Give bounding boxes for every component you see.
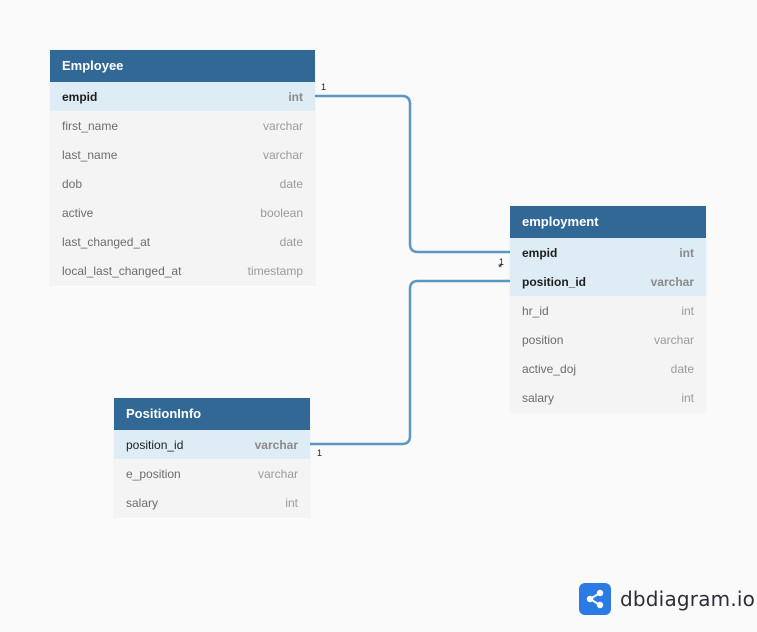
column-name: position_id <box>126 437 184 452</box>
column-name: position_id <box>522 274 586 289</box>
table-row[interactable]: active_doj date <box>510 354 706 383</box>
cardinality-label: * <box>498 262 503 274</box>
column-type: varchar <box>257 466 298 481</box>
cardinality-label: 1 <box>317 448 323 458</box>
column-name: empid <box>522 245 558 260</box>
column-name: dob <box>62 176 83 191</box>
logo-text: dbdiagram.io <box>620 587 756 611</box>
table-row[interactable]: salary int <box>510 383 706 412</box>
column-name: first_name <box>62 118 119 133</box>
cardinality-label: 1 <box>499 257 505 267</box>
table-employee[interactable]: Employee empid int first_name varchar la… <box>50 50 315 285</box>
column-type: varchar <box>650 274 694 289</box>
column-type: int <box>288 89 303 104</box>
column-name: last_name <box>62 147 118 162</box>
table-row[interactable]: first_name varchar <box>50 111 315 140</box>
relationship-employee-employment[interactable] <box>315 94 510 254</box>
table-employment[interactable]: employment empid int position_id varchar… <box>510 206 706 412</box>
column-type: date <box>279 176 303 191</box>
column-name: salary <box>126 495 159 510</box>
column-name: hr_id <box>522 303 549 318</box>
table-row[interactable]: dob date <box>50 169 315 198</box>
column-name: active <box>62 205 94 220</box>
table-row[interactable]: last_changed_at date <box>50 227 315 256</box>
table-row[interactable]: hr_id int <box>510 296 706 325</box>
column-name: active_doj <box>522 361 577 376</box>
column-name: last_changed_at <box>62 234 151 249</box>
dbdiagram-logo[interactable]: dbdiagram.io <box>579 583 755 615</box>
column-type: int <box>681 303 694 318</box>
column-type: int <box>681 390 694 405</box>
table-header[interactable]: employment <box>510 206 706 238</box>
table-row[interactable]: empid int <box>510 238 706 267</box>
column-name: e_position <box>126 466 181 481</box>
table-row[interactable]: active boolean <box>50 198 315 227</box>
table-row[interactable]: salary int <box>114 488 310 517</box>
column-name: salary <box>522 390 555 405</box>
table-row[interactable]: e_position varchar <box>114 459 310 488</box>
column-type: int <box>285 495 298 510</box>
column-type: boolean <box>260 205 303 220</box>
table-header[interactable]: Employee <box>50 50 315 82</box>
table-row[interactable]: position_id varchar <box>510 267 706 296</box>
table-header[interactable]: PositionInfo <box>114 398 310 430</box>
column-type: date <box>670 361 694 376</box>
table-row[interactable]: empid int <box>50 82 315 111</box>
column-name: position <box>522 332 564 347</box>
column-type: int <box>679 245 694 260</box>
column-type: varchar <box>254 437 298 452</box>
cardinality-label: 1 <box>321 82 327 92</box>
table-positioninfo[interactable]: PositionInfo position_id varchar e_posit… <box>114 398 310 517</box>
relationship-positioninfo-employment[interactable] <box>310 279 510 446</box>
column-type: varchar <box>653 332 694 347</box>
column-name: local_last_changed_at <box>62 263 182 278</box>
share-icon <box>579 583 611 615</box>
table-row[interactable]: last_name varchar <box>50 140 315 169</box>
column-type: date <box>279 234 303 249</box>
table-row[interactable]: position_id varchar <box>114 430 310 459</box>
table-row[interactable]: position varchar <box>510 325 706 354</box>
column-type: timestamp <box>247 263 303 278</box>
column-type: varchar <box>262 118 303 133</box>
column-type: varchar <box>262 147 303 162</box>
table-row[interactable]: local_last_changed_at timestamp <box>50 256 315 285</box>
column-name: empid <box>62 89 98 104</box>
